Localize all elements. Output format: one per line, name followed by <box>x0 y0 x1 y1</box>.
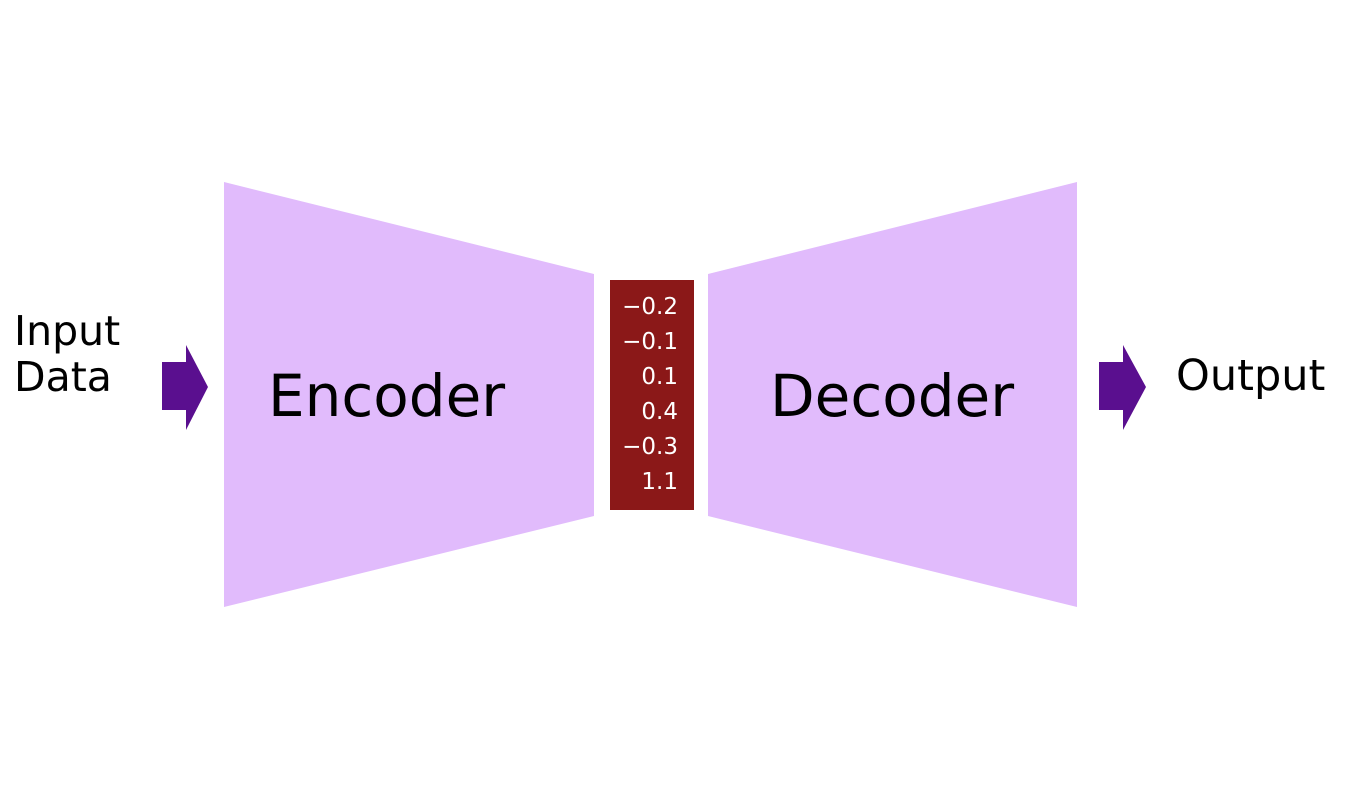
latent-vector: −0.2 −0.1 0.1 0.4 −0.3 1.1 <box>610 280 694 510</box>
encoder-label: Encoder <box>268 362 506 430</box>
input-arrow-icon <box>162 345 208 430</box>
decoder-block <box>708 182 1077 607</box>
latent-value: −0.3 <box>622 434 678 460</box>
encoder-block <box>224 182 594 607</box>
input-label-line2: Data <box>14 353 112 401</box>
decoder-label: Decoder <box>770 362 1015 430</box>
latent-value: 0.4 <box>641 399 678 425</box>
latent-value: −0.2 <box>622 294 678 320</box>
input-data-label: Input Data <box>14 308 120 400</box>
input-label-line1: Input <box>14 307 121 355</box>
latent-value: −0.1 <box>622 329 678 355</box>
output-arrow-icon <box>1099 345 1146 430</box>
output-label: Output <box>1176 351 1326 401</box>
latent-value: 0.1 <box>641 364 678 390</box>
latent-vector-box <box>610 280 694 510</box>
latent-value: 1.1 <box>641 469 678 495</box>
